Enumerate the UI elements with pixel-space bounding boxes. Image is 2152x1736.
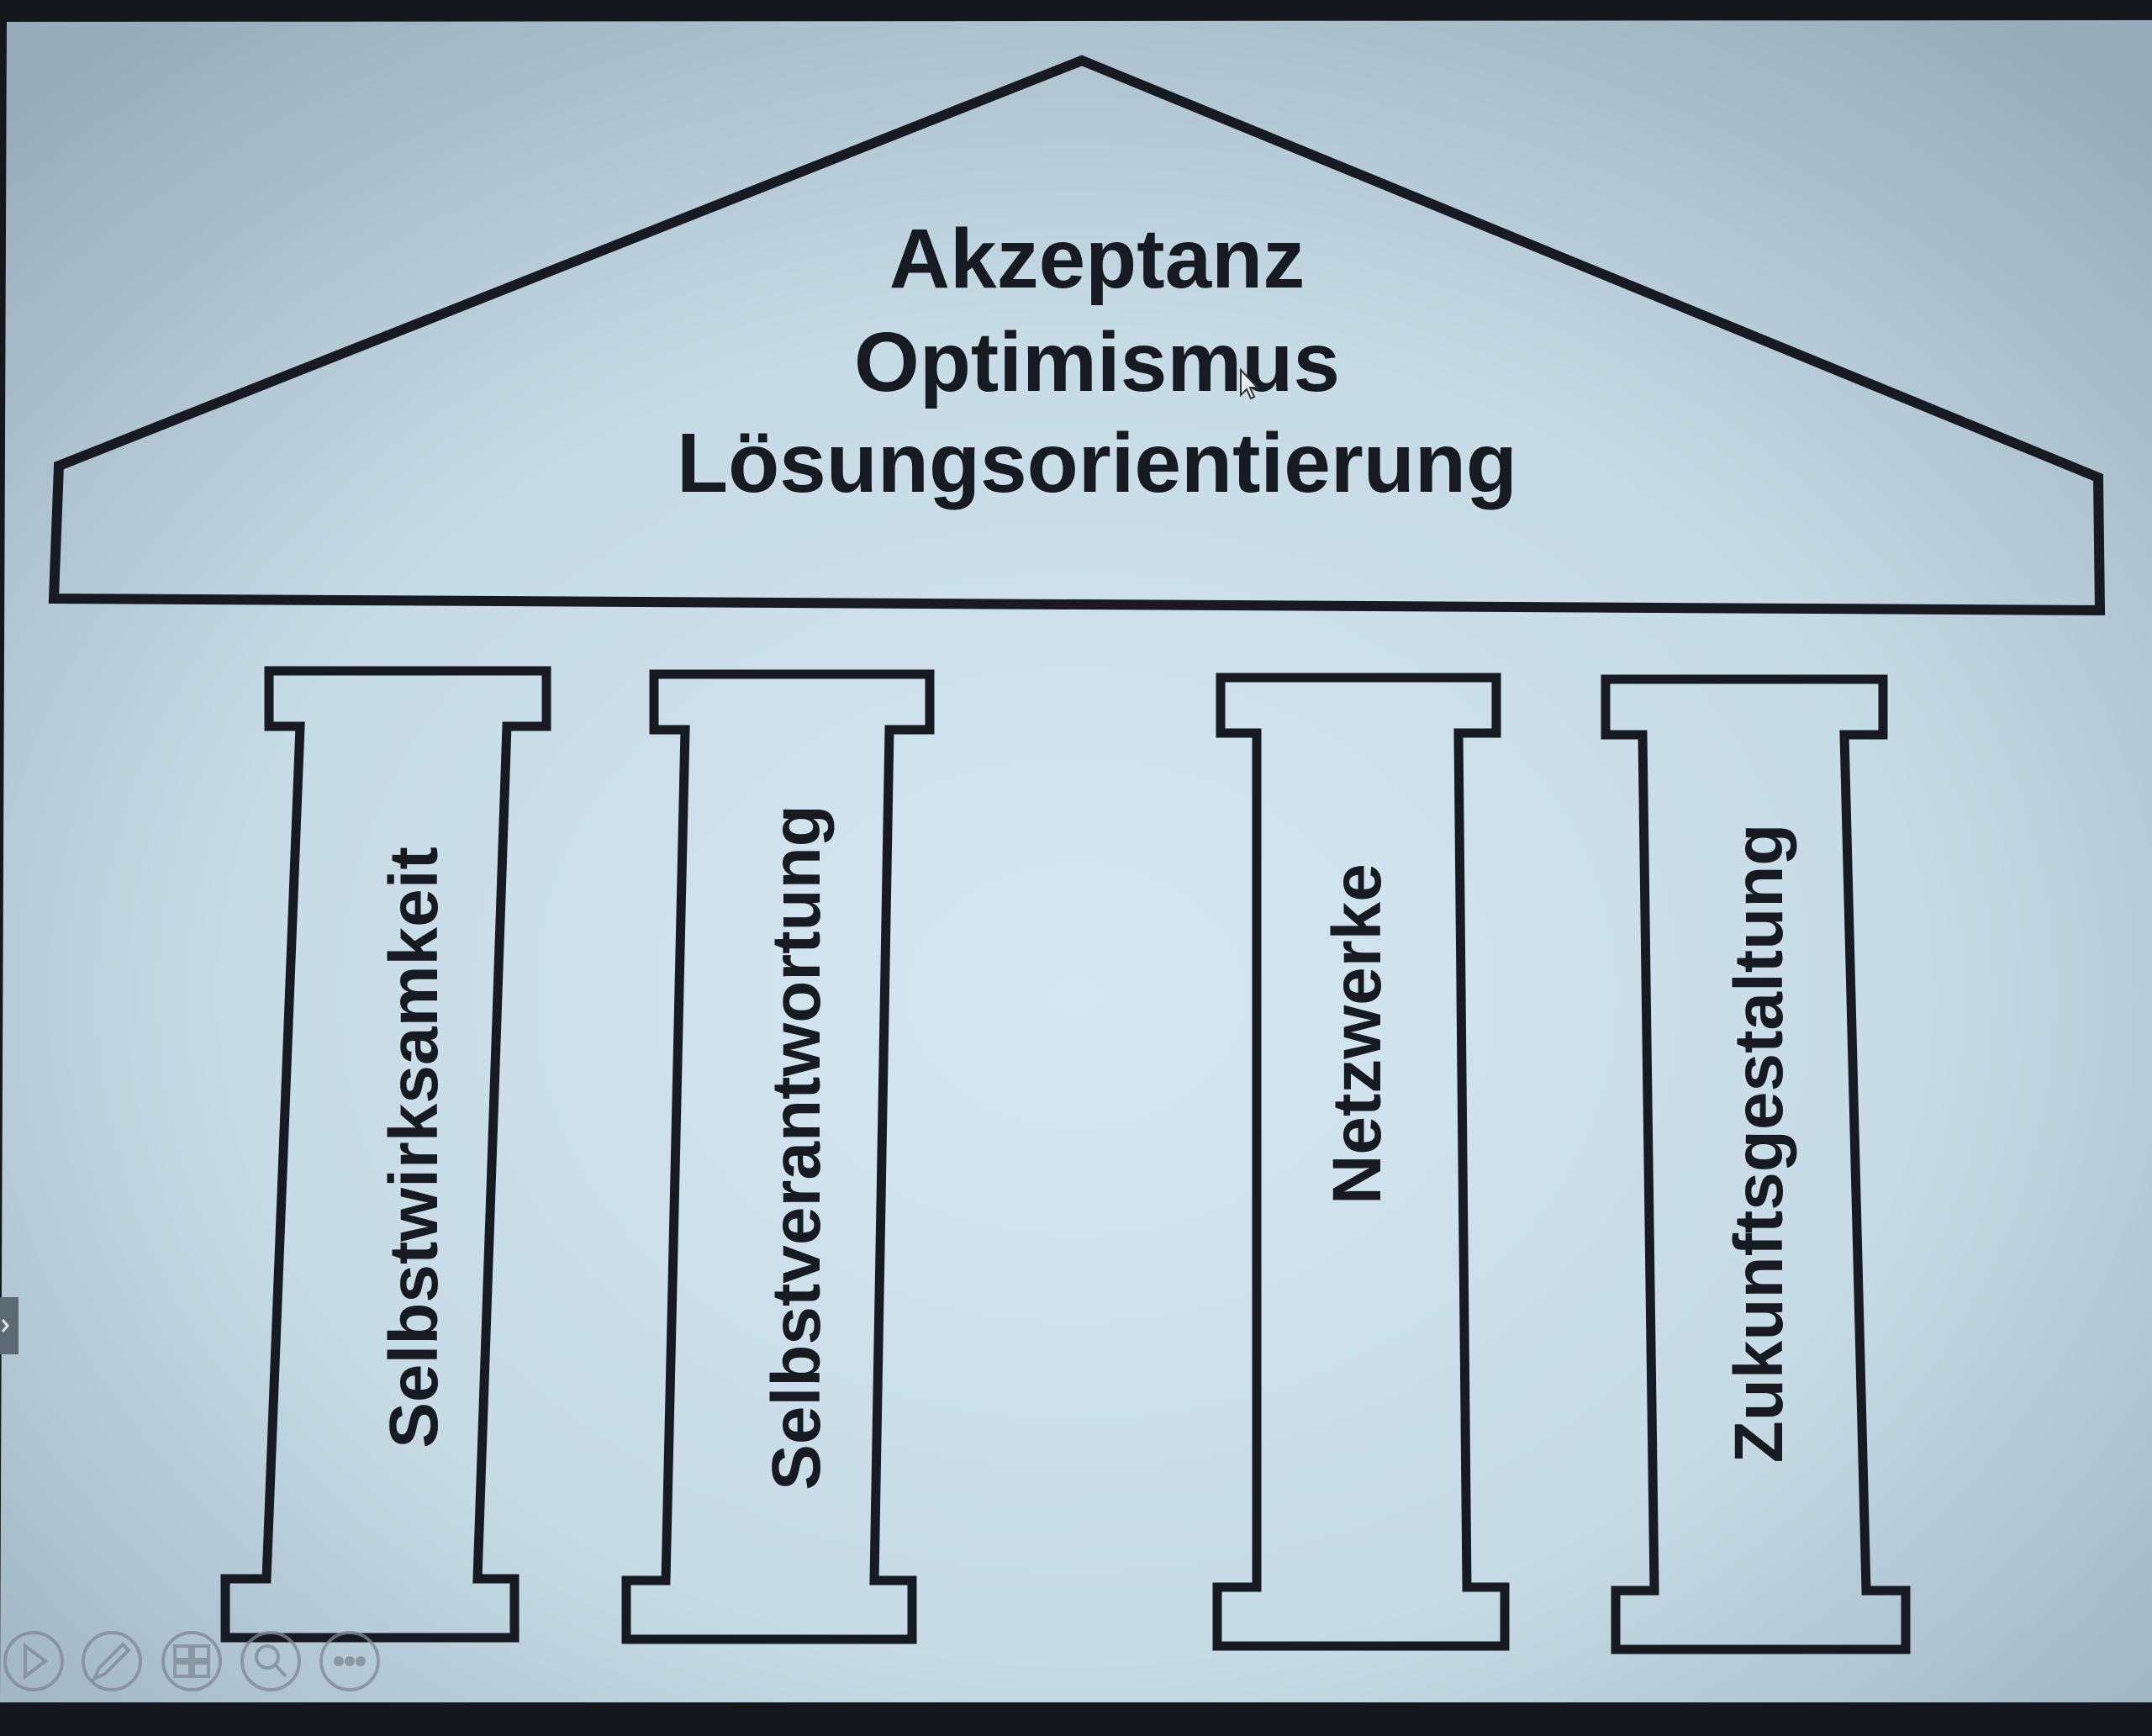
- slides-grid-icon[interactable]: [161, 1631, 222, 1691]
- slide-background: [0, 20, 2152, 1702]
- side-nav-tab-bg[interactable]: [0, 1297, 18, 1354]
- pen-icon[interactable]: [82, 1631, 142, 1691]
- bottom-frame: [0, 1702, 2152, 1736]
- pillar-label-2: Selbstverantwortung: [758, 805, 835, 1491]
- presenter-controls: [3, 1631, 380, 1691]
- chevron-right-icon[interactable]: [1, 1319, 9, 1332]
- pillar-outline: [1212, 673, 1510, 1651]
- pillar-netzwerke: Netzwerke: [1212, 673, 1510, 1651]
- side-nav-tab[interactable]: [0, 1297, 18, 1354]
- pillar-outline: [220, 666, 551, 1643]
- pillar-label-1: Selbstwirksamkeit: [376, 847, 452, 1448]
- pillar-label-3: Netzwerke: [1319, 863, 1395, 1205]
- pillar-selbstverantwortung: Selbstverantwortung: [621, 669, 935, 1644]
- pillar-outline: [1601, 674, 1911, 1654]
- pillar-label-4: Zukunftsgestaltung: [1721, 824, 1797, 1464]
- mouse-cursor-icon: [1240, 367, 1260, 400]
- more-options-icon[interactable]: [319, 1631, 380, 1691]
- roof-outline: [48, 55, 2106, 616]
- roof-line-1: Akzeptanz: [889, 212, 1305, 306]
- pillar-selbstwirksamkeit: Selbstwirksamkeit: [220, 666, 551, 1643]
- roof-line-2: Optimismus: [854, 315, 1340, 409]
- roof-line-3: Lösungsorientierung: [677, 416, 1517, 510]
- zoom-icon[interactable]: [240, 1631, 301, 1691]
- pillar-zukunftsgestaltung: Zukunftsgestaltung: [1601, 674, 1911, 1654]
- roof: Akzeptanz Optimismus Lösungsorientierung: [48, 55, 2106, 616]
- play-icon[interactable]: [3, 1631, 64, 1691]
- pillar-outline: [621, 669, 935, 1644]
